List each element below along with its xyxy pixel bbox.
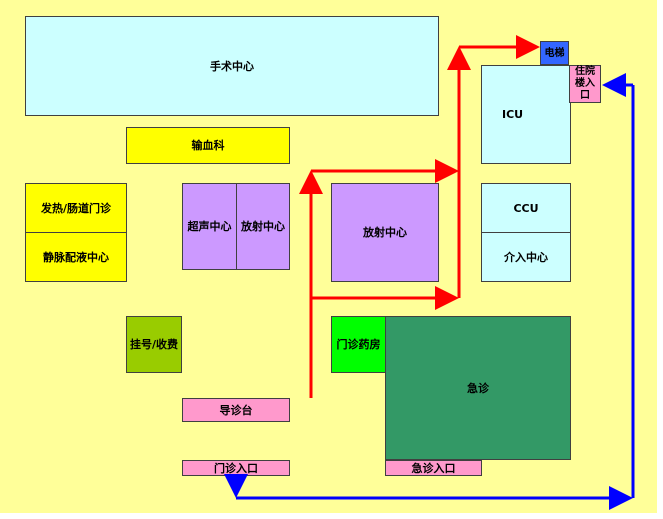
outpatient-pharmacy: 门诊药房 [331,316,386,373]
blue-arrow-route [224,73,635,510]
emergency-entrance: 急诊入口 [385,460,482,476]
iv-dispensing-center: 静脉配液中心 [25,232,127,282]
surgery-center: 手术中心 [25,16,439,116]
registration-payment: 挂号/收费 [126,316,182,373]
blood-transfusion-dept: 输血科 [126,127,290,164]
icu: ICU [481,65,571,164]
intervention-center: 介入中心 [481,232,571,282]
radiology-center-small: 放射中心 [236,183,290,270]
radiology-center-main: 放射中心 [331,183,439,282]
elevator: 电梯 [540,41,569,65]
red-arrow-route [299,35,540,398]
fever-clinic: 发热/肠道门诊 [25,183,127,233]
inpatient-building-entrance: 住院楼入口 [569,65,601,103]
guide-desk: 导诊台 [182,398,290,422]
emergency-room: 急诊 [385,316,571,460]
